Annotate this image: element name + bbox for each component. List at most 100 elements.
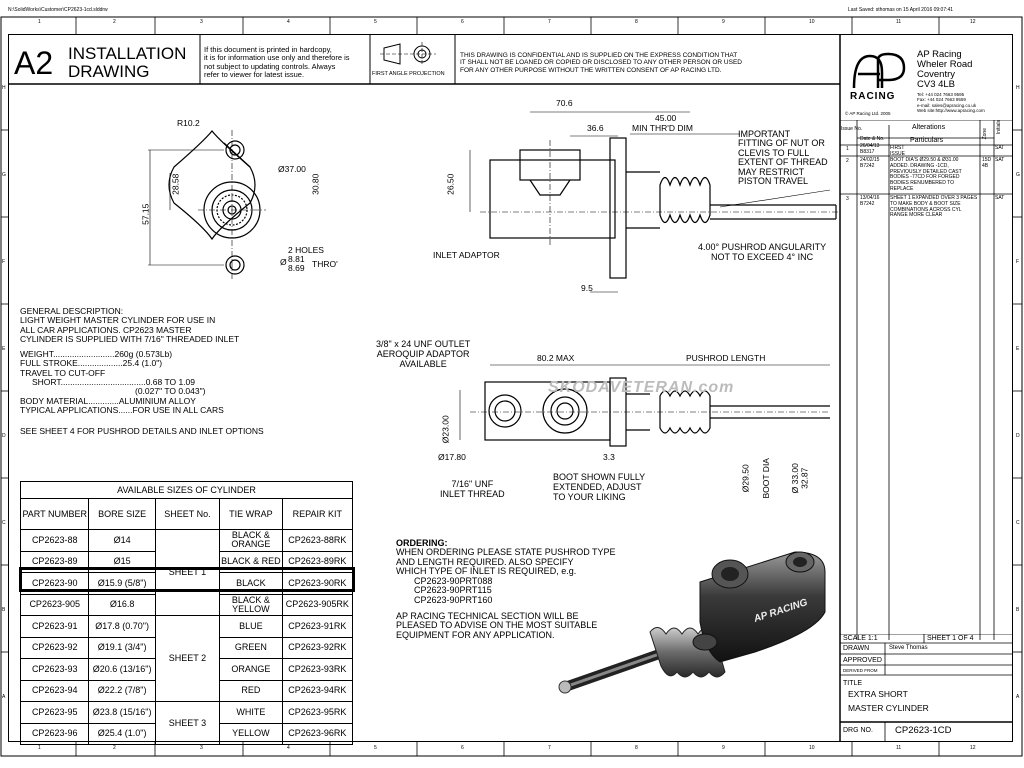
boot-note: BOOT SHOWN FULLY EXTENDED, ADJUST TO YOU… [553,472,646,502]
scale: SCALE 1:1 [843,635,878,642]
holes-thru: THRO' [312,259,338,269]
holes-label: 2 HOLES [288,245,324,255]
min-thread-label: MIN THR'D DIM [632,123,693,133]
projection-label: FIRST ANGLE PROJECTION [372,71,445,77]
approved-label: APPROVED [843,657,882,664]
plan-view-drawing [459,364,830,447]
dim-802-max: 80.2 MAX [537,353,575,363]
company-address: AP Racing Wheler Road Coventry CV3 4LB [917,49,973,90]
holes-dia-min: 8.69 [288,263,305,273]
general-description: GENERAL DESCRIPTION: LIGHT WEIGHT MASTER… [20,306,240,345]
sheet-number: SHEET 1 OF 4 [927,635,974,642]
holes-dia-symbol: Ø [280,257,287,267]
spec-row: (0.027" TO 0.043") [135,386,206,397]
holes-dia-max: 8.81 [288,254,305,264]
title-label: TITLE [843,680,863,687]
dim-d3300: Ø 33.00 [789,463,800,494]
drawing-type-line2: DRAWING [68,62,150,81]
drawn-label: DRAWN [843,645,870,652]
front-view-drawing [148,130,266,280]
col-repair-kit: REPAIR KIT [281,498,354,530]
dim-d37: Ø37.00 [278,164,306,174]
dim-2650: 26.50 [445,173,456,195]
drawn-value: Steve Thomas [889,645,928,651]
spec-row: TRAVEL TO CUT-OFF [20,367,106,378]
rev-col-particulars: Particulars [910,137,944,144]
rev-col-initials: Initials [996,120,1002,135]
sizes-table: AVAILABLE SIZES OF CYLINDER PART NUMBER … [19,481,354,745]
dim-r102: R10.2 [177,118,200,128]
last-saved: Last Saved: sthomas on 15 April 2016 09:… [848,7,954,13]
pushrod-angle-note: 4.00° PUSHROD ANGULARITY NOT TO EXCEED 4… [698,242,827,262]
rev-title: Alterations [912,124,946,131]
cylinder-render: AP RACING [558,551,826,694]
rev-col-zone: Zone [982,128,988,140]
side-view-drawing [469,111,840,293]
col-tie-wrap: TIE WRAP [219,498,283,530]
rev-col-issue: Issue No. [841,126,863,132]
confidential-note: THIS DRAWING IS CONFIDENTIAL AND IS SUPP… [460,52,742,74]
title-block-grid [840,634,1013,742]
important-note: IMPORTANT FITTING OF NUT OR CLEVIS TO FU… [738,129,828,187]
spec-row: FULL STROKE...................25.4 (1.0"… [20,358,163,369]
dim-95: 9.5 [581,283,593,293]
dim-450: 45.00 [655,113,677,123]
sheet-group-3: SHEET 3 [154,701,221,745]
spec-row: WEIGHT..........................260g (0.… [20,349,173,359]
boot-dia-value: Ø29.50 [740,464,751,493]
dim-3287: 32.87 [799,467,810,489]
inlet-adaptor-label: INLET ADAPTOR [433,250,500,260]
drg-label: DRG NO. [843,727,873,734]
title-line2: MASTER CYLINDER [848,703,929,713]
logo-text: RACING [850,91,896,102]
dim-d2300: Ø23.00 [440,415,451,444]
hardcopy-note: If this document is printed in hardcopy,… [204,45,350,79]
spec-row: SHORT...................................… [32,377,195,388]
ordering-note: ORDERING: WHEN ORDERING PLEASE STATE PUS… [396,538,616,605]
dim-706: 70.6 [556,98,573,108]
col-bore-size: BORE SIZE [88,498,156,530]
boot-dia-label: BOOT DIA [760,458,771,499]
spec-row: BODY MATERIAL.............ALUMINIUM ALLO… [20,395,196,406]
file-path: N:\SolidWorks\Customer\CP2623-1cd.slddrw [8,7,108,13]
title-line1: EXTRA SHORT [848,689,908,699]
watermark: SKODAVETERAN.com [548,379,735,396]
dim-2858: 28.58 [170,173,181,195]
dim-5715: 57.15 [140,203,151,225]
sheet-group-2: SHEET 2 [154,615,221,702]
dim-33: 3.3 [603,452,615,462]
col-part-number: PART NUMBER [19,498,90,530]
copyright: © AP Racing Ltd. 2005 [845,111,891,116]
sizes-table-caption: AVAILABLE SIZES OF CYLINDER [20,481,353,499]
derived-label: DERIVED FROM [843,668,878,673]
dim-d1780: Ø17.80 [438,452,466,462]
sheet-size: A2 [14,45,54,81]
col-sheet-no: SHEET No. [154,498,221,530]
drawing-type-line1: INSTALLATION [68,44,187,63]
inlet-thread-note: 7/16" UNF INLET THREAD [440,479,505,499]
outlet-adaptor-note: 3/8" x 24 UNF OUTLET AEROQUIP ADAPTOR AV… [376,339,471,369]
advice-note: AP RACING TECHNICAL SECTION WILL BE PLEA… [396,611,598,640]
dim-3080: 30.80 [310,173,321,195]
rev-col-date: Date & No. [860,136,885,142]
drawing-frame [8,34,1013,742]
pushrod-length-label: PUSHROD LENGTH [686,353,766,363]
spec-row: TYPICAL APPLICATIONS......FOR USE IN ALL… [20,405,224,416]
dim-366: 36.6 [587,123,604,133]
company-contact: Tel: +44 024 7663 9595 Fax: +44 024 7663… [917,92,985,114]
highlight-box [19,567,355,592]
see-sheet-note: SEE SHEET 4 FOR PUSHROD DETAILS AND INLE… [20,426,264,436]
first-angle-projection-icon [380,42,436,66]
ap-racing-logo [852,52,906,89]
drg-number: CP2623-1CD [895,725,952,736]
spec-list: WEIGHT..........................260g (0.… [20,349,280,416]
